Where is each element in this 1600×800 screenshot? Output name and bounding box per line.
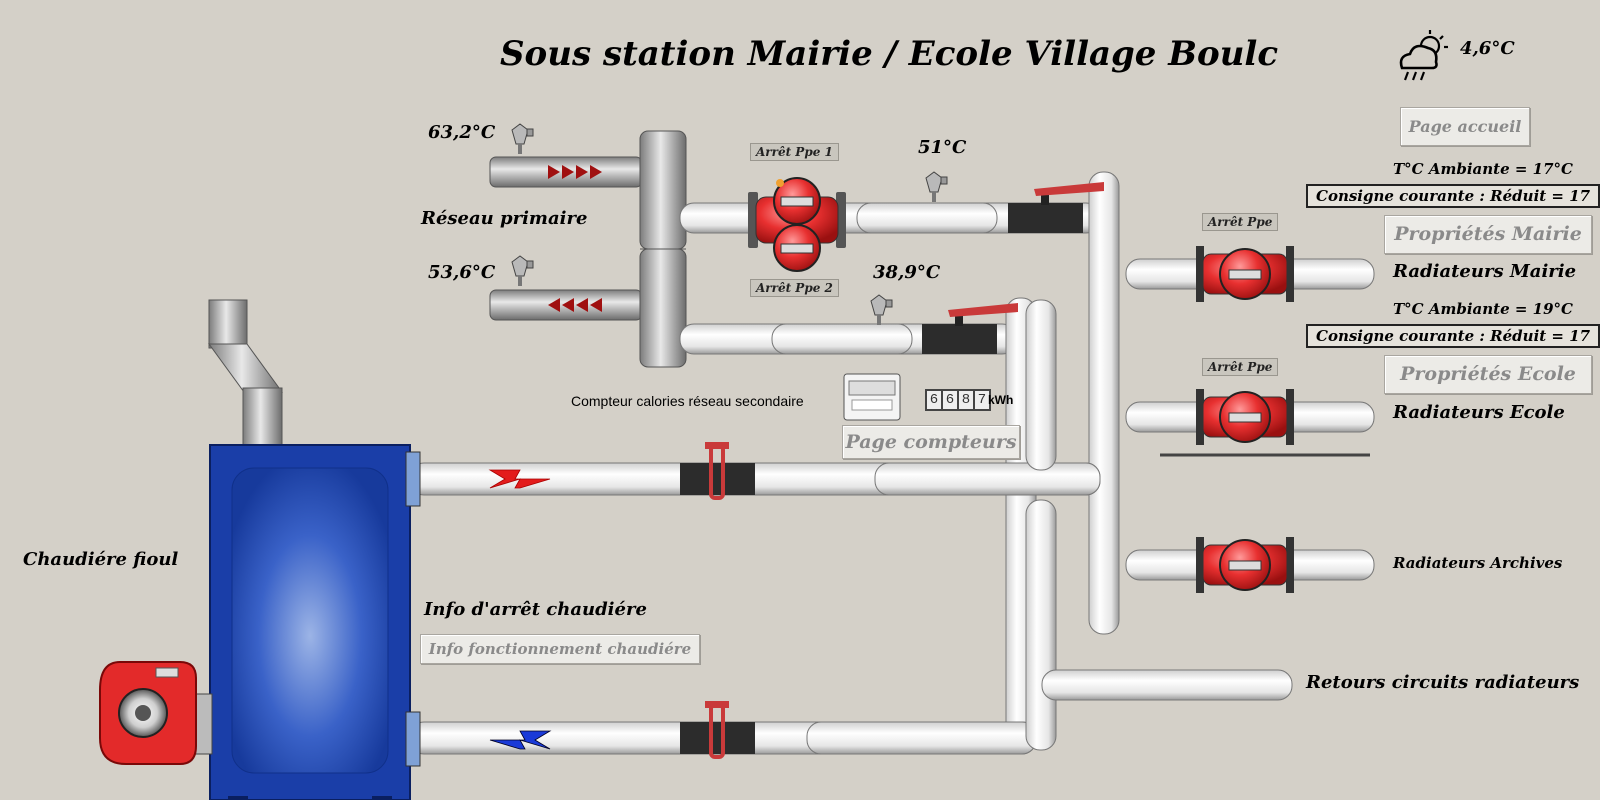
secondary-supply-pipe-seg (856, 202, 998, 234)
ecole-setpoint: Consigne courante : Réduit = 17 (1306, 324, 1600, 348)
valve-secondary-return-icon[interactable] (922, 303, 1018, 354)
page-title: Sous station Mairie / Ecole Village Boul… (500, 34, 1279, 74)
chimney (208, 299, 283, 449)
meter-digit: 6 (927, 391, 941, 409)
primary-supply-temp: 63,2°C (428, 122, 496, 143)
ecole-ambient-temp: T°C Ambiante = 19°C (1393, 300, 1573, 318)
secondary-return-pipe-seg (771, 323, 913, 355)
page-accueil-button[interactable]: Page accueil (1400, 107, 1530, 146)
return-collector-upper (1025, 299, 1057, 471)
hot-flow-arrow-icon (488, 469, 551, 489)
radiateurs-ecole-label: Radiateurs Ecole (1393, 402, 1565, 423)
mairie-setpoint: Consigne courante : Réduit = 17 (1306, 184, 1600, 208)
pump1-status-tag: Arrêt Ppe 1 (750, 143, 839, 161)
primary-return-pipe (489, 289, 643, 321)
valve-secondary-supply-icon[interactable] (1008, 182, 1104, 233)
valve-boiler-return-icon[interactable] (680, 701, 755, 759)
meter-digit: 7 (975, 391, 989, 409)
cloud-rain-sun-icon (1399, 30, 1448, 81)
pump-mairie-icon[interactable] (1196, 246, 1294, 302)
pipe-retours (1041, 669, 1293, 701)
proprietes-mairie-button[interactable]: Propriétés Mairie (1384, 215, 1592, 254)
secondary-supply-temp: 51°C (918, 137, 967, 158)
heat-meter-counter: 6 6 8 7 (925, 389, 991, 411)
proprietes-ecole-button[interactable]: Propriétés Ecole (1384, 355, 1592, 394)
radiateurs-archives-label: Radiateurs Archives (1393, 554, 1563, 572)
pump-ecole-status-tag: Arrêt Ppe (1202, 358, 1279, 376)
heat-meter-unit: kWh (988, 393, 1014, 407)
boiler[interactable] (209, 444, 421, 800)
primary-return-temp: 53,6°C (428, 262, 496, 283)
pump-archives-icon[interactable] (1196, 537, 1294, 593)
heat-exchanger (639, 130, 687, 368)
cold-flow-arrow-icon (489, 730, 552, 750)
pump-mairie-status-tag: Arrêt Ppe (1202, 213, 1279, 231)
heat-meter-icon (843, 373, 901, 421)
radiateurs-mairie-label: Radiateurs Mairie (1393, 261, 1577, 282)
boiler-stop-info: Info d'arrêt chaudiére (424, 599, 647, 620)
sensor-secondary-return-icon (870, 294, 893, 325)
sensor-primary-return-icon (511, 255, 534, 286)
supply-collector (1088, 171, 1120, 635)
return-collector-lower (1025, 499, 1057, 751)
outdoor-temperature: 4,6°C (1460, 38, 1515, 59)
valve-boiler-supply-icon[interactable] (680, 442, 755, 500)
boiler-label: Chaudiére fioul (23, 549, 179, 570)
retours-circuits-label: Retours circuits radiateurs (1306, 672, 1580, 693)
pump-ecole-icon[interactable] (1196, 389, 1294, 445)
meter-digit: 6 (943, 391, 957, 409)
boiler-supply-pipe-seg (874, 462, 1101, 496)
pump-primary-twin-icon[interactable] (748, 177, 846, 272)
primary-network-label: Réseau primaire (421, 208, 588, 229)
heat-meter-label: Compteur calories réseau secondaire (571, 393, 804, 409)
page-compteurs-button[interactable]: Page compteurs (842, 425, 1020, 459)
mairie-ambient-temp: T°C Ambiante = 17°C (1393, 160, 1573, 178)
pump2-status-tag: Arrêt Ppe 2 (750, 279, 839, 297)
sensor-secondary-supply-icon (925, 171, 948, 202)
secondary-return-temp: 38,9°C (873, 262, 941, 283)
info-fonctionnement-chaudiere-button[interactable]: Info fonctionnement chaudiére (420, 634, 700, 664)
boiler-return-pipe-seg (806, 721, 1037, 755)
burner-icon (99, 661, 213, 765)
meter-digit: 8 (959, 391, 973, 409)
sensor-primary-supply-icon (511, 123, 534, 154)
primary-supply-pipe (489, 156, 643, 188)
